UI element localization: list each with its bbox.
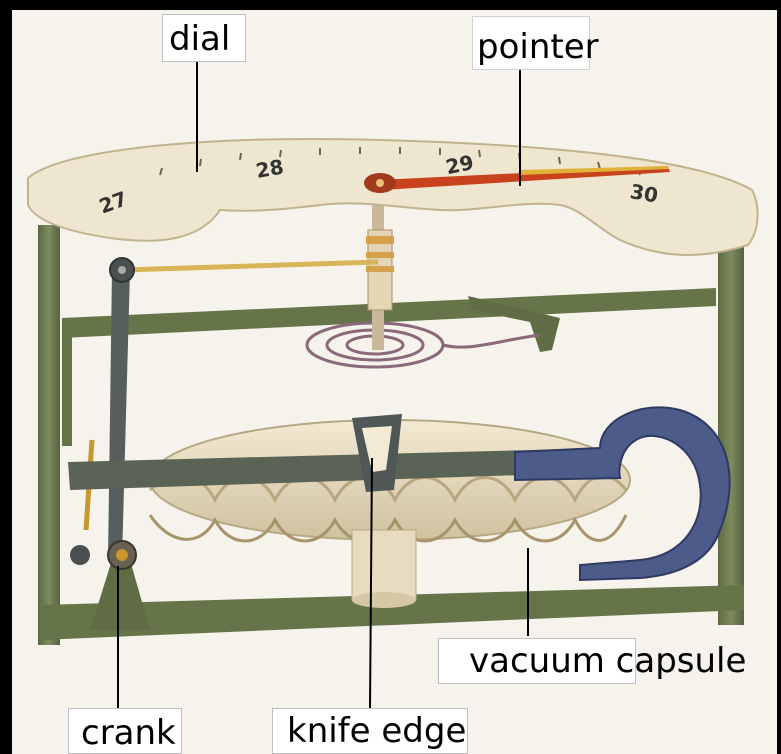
pointer-label: pointer xyxy=(472,16,590,70)
dial-number: 30 xyxy=(628,179,660,207)
dial-number: 28 xyxy=(254,154,286,182)
knife-edge-label: knife edge xyxy=(272,708,468,754)
crank-label: crank xyxy=(68,708,182,754)
dial-label: dial xyxy=(162,14,246,62)
vacuum-capsule-label: vacuum capsule xyxy=(438,638,636,684)
